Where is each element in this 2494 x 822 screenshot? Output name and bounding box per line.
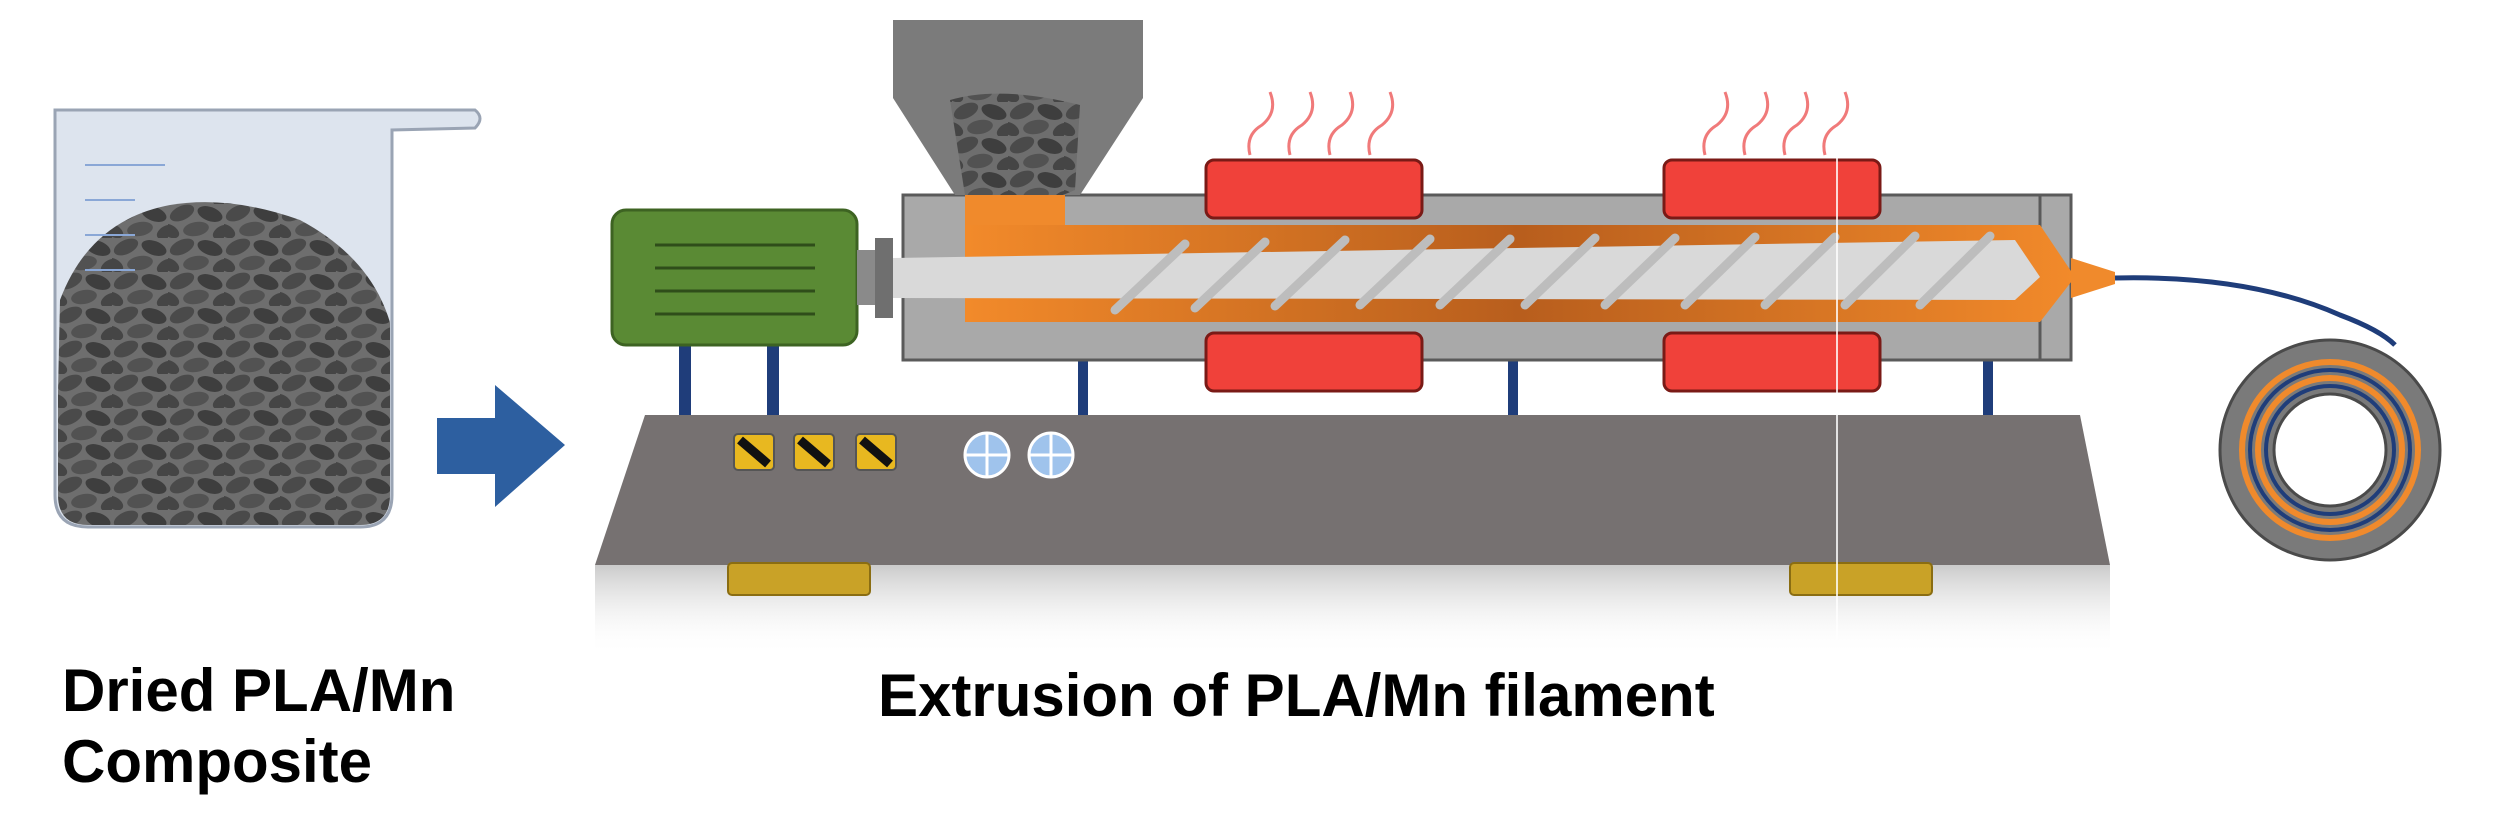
extruder-legs <box>679 340 1993 415</box>
base-foot-left <box>727 562 871 596</box>
extrusion-caption: Extrusion of PLA/Mn filament <box>878 662 1715 729</box>
extruder-barrel <box>893 193 2115 362</box>
heater-icon <box>1204 158 1882 393</box>
heat-wave-icon <box>1247 91 1850 156</box>
beaker-icon <box>53 108 482 529</box>
base-foot-right <box>1789 562 1933 596</box>
screw-icon <box>893 231 2040 315</box>
spool-icon <box>2218 338 2442 562</box>
dried-caption-line2: Composite <box>62 727 373 795</box>
crosshair-button-icon <box>963 431 1075 479</box>
dried-caption-line1: Dried PLA/Mn <box>62 657 456 724</box>
right-arrow-icon <box>437 385 565 507</box>
warning-switch-icon <box>733 433 897 471</box>
hopper-icon <box>893 20 1143 225</box>
dried-composite-caption: Dried PLA/Mn Composite <box>62 656 455 798</box>
motor-icon <box>610 208 893 347</box>
filament-strand <box>2114 275 2397 347</box>
